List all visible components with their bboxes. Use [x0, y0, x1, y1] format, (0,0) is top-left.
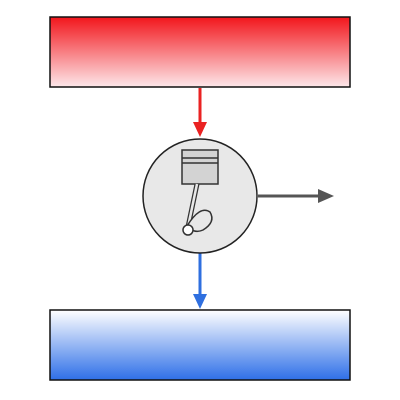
work-out-arrow: [258, 189, 334, 203]
piston-crank-icon: [181, 149, 219, 236]
heat-in-arrow: [193, 88, 207, 137]
hot-reservoir: [49, 16, 351, 88]
heat-out-arrow: [193, 253, 207, 309]
cold-reservoir: [49, 309, 351, 381]
engine: [142, 138, 258, 254]
